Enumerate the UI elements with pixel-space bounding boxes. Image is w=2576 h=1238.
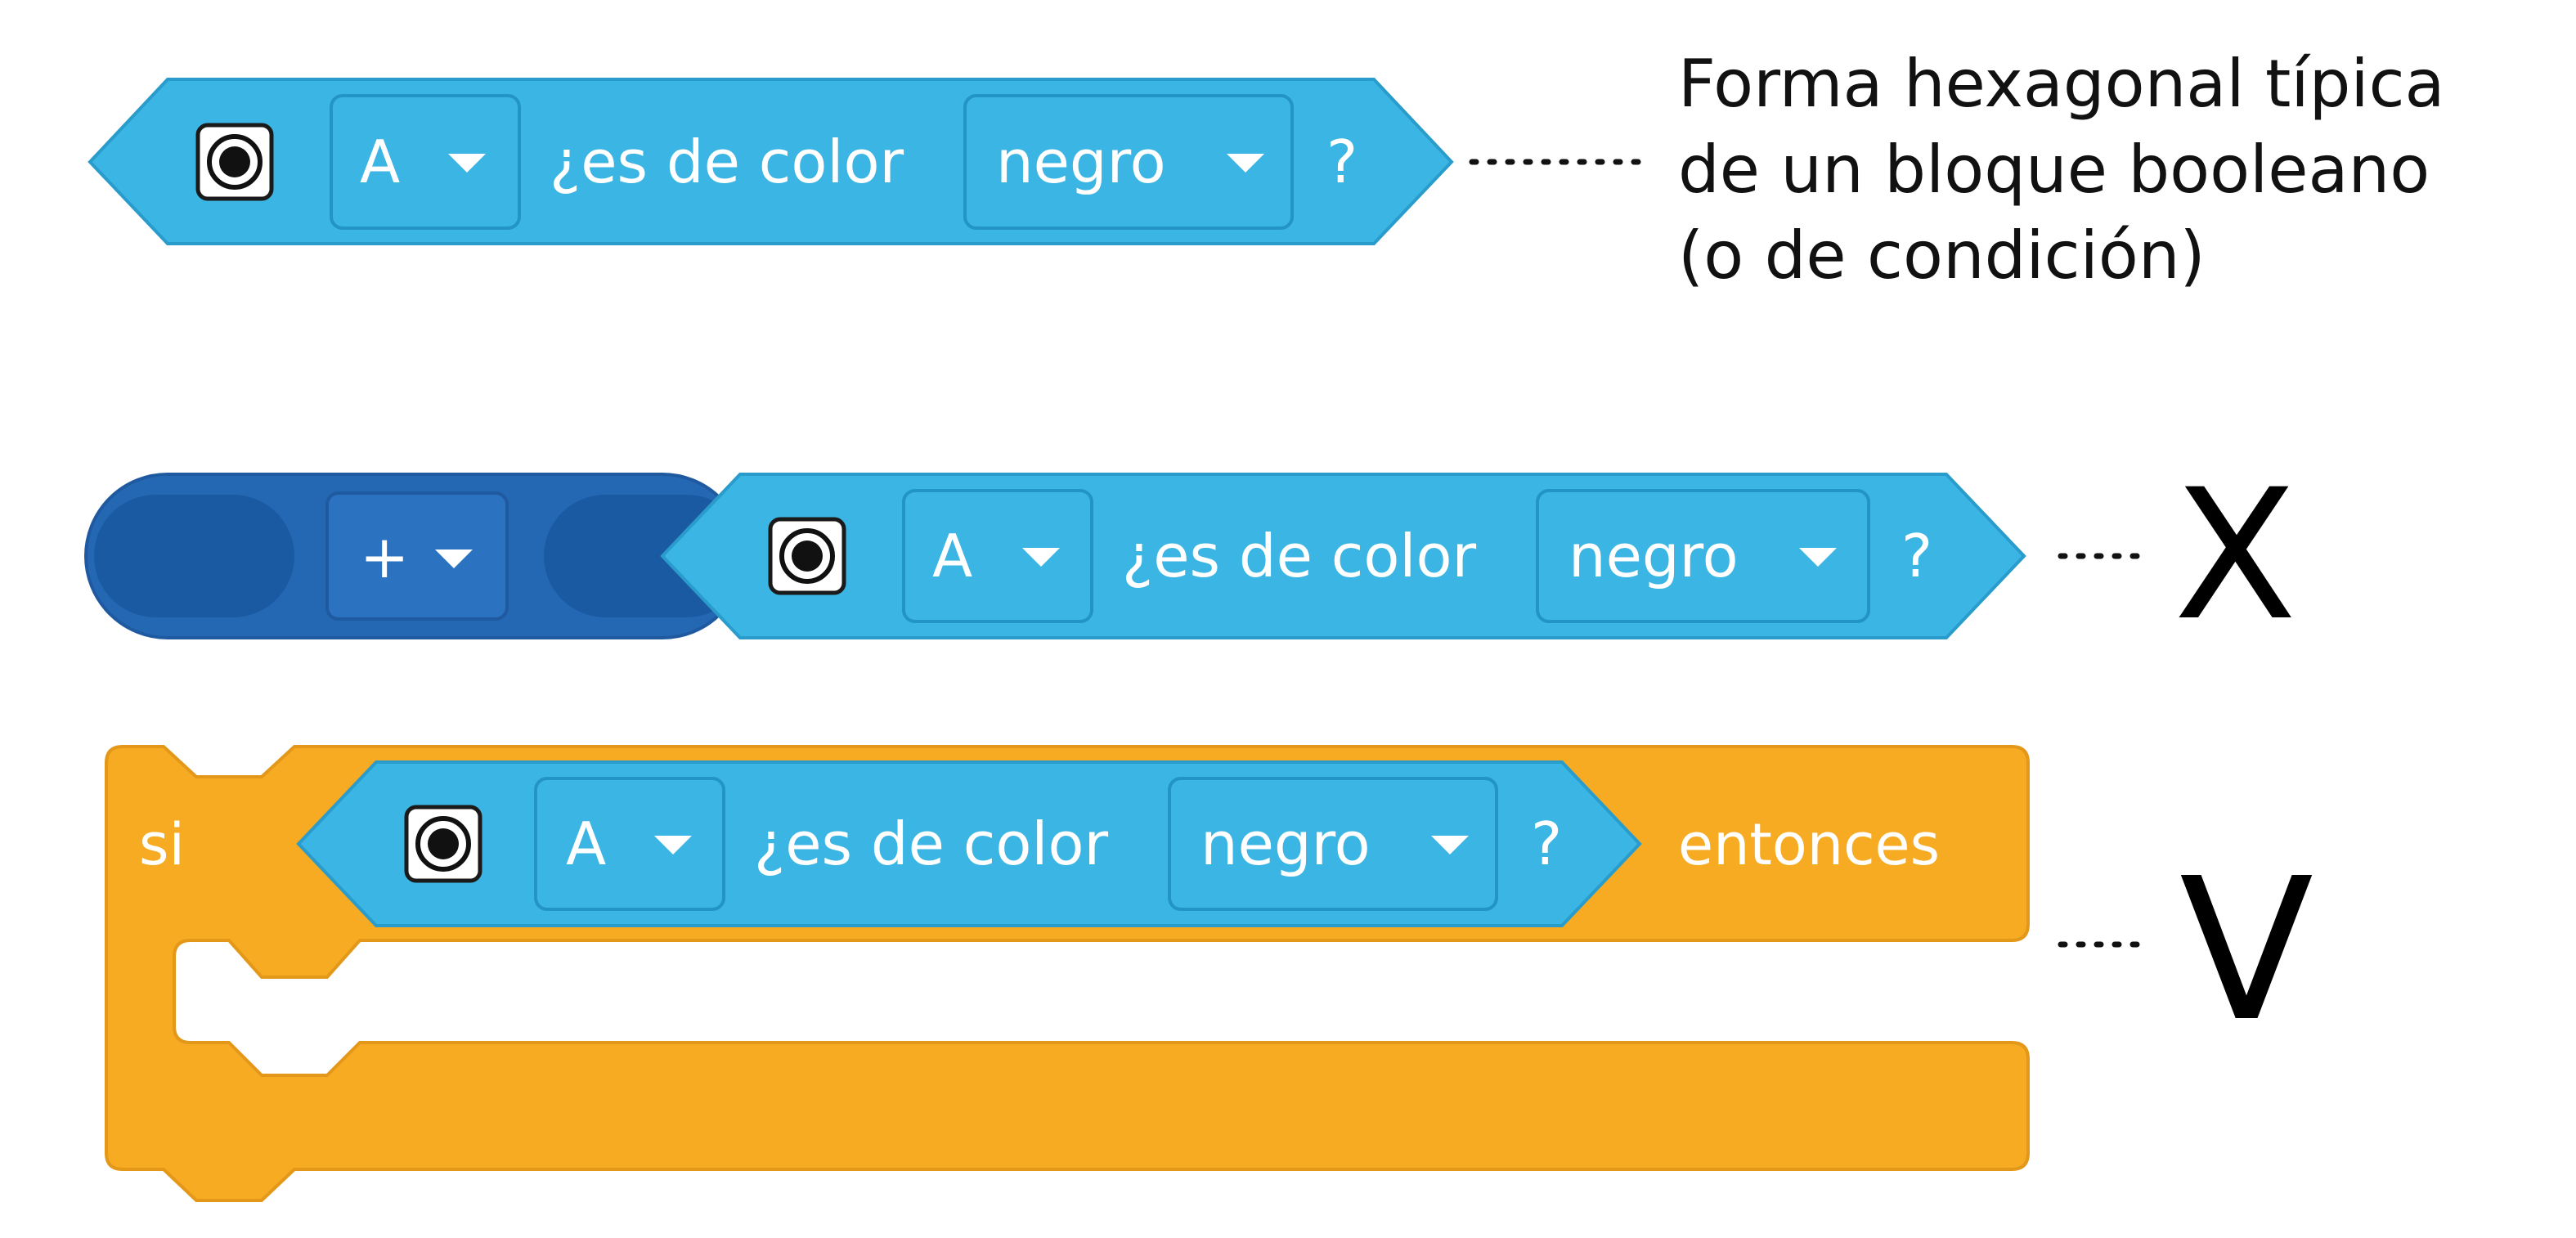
question-mark: ? [1326,128,1358,196]
boolean-block-shape [88,78,1454,245]
port-dropdown[interactable]: A [902,489,1093,623]
color-sensor-icon [768,517,846,595]
port-dropdown[interactable]: A [330,94,521,230]
chevron-down-icon [654,836,692,854]
color-dropdown[interactable]: negro [1536,489,1870,623]
boolean-block-standalone[interactable]: A ¿es de color negro ? [88,78,1454,245]
boolean-block-shape [660,473,2026,639]
annotation-line-2: de un bloque booleano [1678,132,2430,208]
color-sensor-icon [404,805,482,883]
chevron-down-icon [1227,154,1264,173]
operator-dropdown[interactable]: + [325,491,509,621]
boolean-block-in-if[interactable]: A ¿es de color negro ? [296,760,1642,927]
question-mark: ? [1531,810,1562,878]
port-value: A [566,810,606,878]
chevron-down-icon [1022,548,1060,567]
hexagon-annotation: Forma hexagonal típica de un bloque bool… [1678,46,2445,294]
question-mark: ? [1901,522,1932,590]
boolean-block-in-operator[interactable]: A ¿es de color negro ? [660,473,2026,639]
if-label: si [139,811,185,878]
operator-block[interactable]: + [84,473,748,639]
color-dropdown[interactable]: negro [1168,777,1498,911]
wrong-mark: X [2174,451,2297,660]
color-value: negro [1568,522,1739,590]
port-value: A [360,128,400,196]
port-value: A [932,522,972,590]
color-dropdown[interactable]: negro [963,94,1294,230]
condition-text: ¿es de color [1122,522,1476,590]
operator-value: + [360,523,409,591]
color-sensor-icon [195,123,274,201]
condition-text: ¿es de color [754,810,1108,878]
color-value: negro [1200,810,1371,878]
annotation-line-3: (o de condición) [1678,218,2206,294]
chevron-down-icon [448,154,486,173]
annotation-line-1: Forma hexagonal típica [1678,46,2445,122]
empty-slot-left[interactable] [94,495,294,617]
right-mark: V [2179,836,2313,1065]
chevron-down-icon [1799,548,1837,567]
chevron-down-icon [1431,836,1469,854]
port-dropdown[interactable]: A [534,777,725,911]
then-label: entonces [1678,811,1940,878]
color-value: negro [996,128,1166,196]
condition-text: ¿es de color [550,128,904,196]
boolean-block-shape [296,760,1642,927]
chevron-down-icon [435,549,473,568]
